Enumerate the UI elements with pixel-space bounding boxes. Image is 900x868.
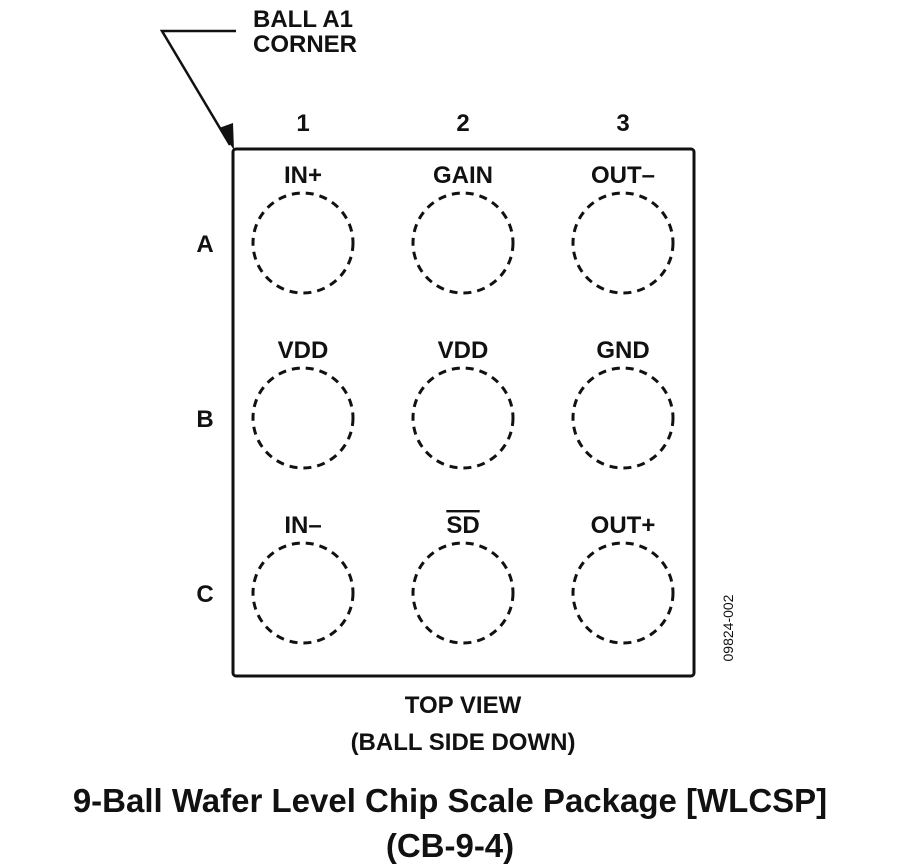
ball-C3: [571, 541, 675, 645]
ball-label: GND: [596, 337, 649, 364]
callout-leader-line: [159, 29, 236, 146]
ball-label: OUT+: [591, 512, 656, 539]
column-number: 3: [616, 110, 629, 137]
ball-B3: [571, 366, 675, 470]
corner-label-line2: CORNER: [253, 31, 357, 58]
row-letter: A: [196, 231, 213, 258]
corner-callout: BALL A1 CORNER: [159, 6, 357, 150]
ball-label: SD: [446, 512, 479, 539]
ball-A2: [411, 191, 515, 295]
ball-B2: [411, 366, 515, 470]
view-label-line1: TOP VIEW: [405, 692, 522, 719]
ball-label: IN–: [284, 512, 321, 539]
ball-A1: [251, 191, 355, 295]
figure-code: 09824-002: [720, 594, 736, 661]
ball-label: IN+: [284, 162, 322, 189]
ball-label: VDD: [438, 337, 489, 364]
ball-C1: [251, 541, 355, 645]
row-letter: B: [196, 406, 213, 433]
view-label-line2: (BALL SIDE DOWN): [351, 729, 576, 756]
ball-B1: [251, 366, 355, 470]
ball-label: OUT–: [591, 162, 655, 189]
ball-C2: [411, 541, 515, 645]
caption-code: (CB-9-4): [386, 827, 514, 864]
arrow-head-icon: [219, 123, 234, 150]
ball-A3: [571, 191, 675, 295]
row-letter: C: [196, 581, 213, 608]
ball-label: VDD: [278, 337, 329, 364]
caption-title: 9-Ball Wafer Level Chip Scale Package [W…: [73, 782, 827, 819]
column-number: 1: [296, 110, 309, 137]
package-outline: [231, 147, 696, 678]
column-number: 2: [456, 110, 469, 137]
ball-label: GAIN: [433, 162, 493, 189]
corner-label-line1: BALL A1: [253, 6, 353, 33]
